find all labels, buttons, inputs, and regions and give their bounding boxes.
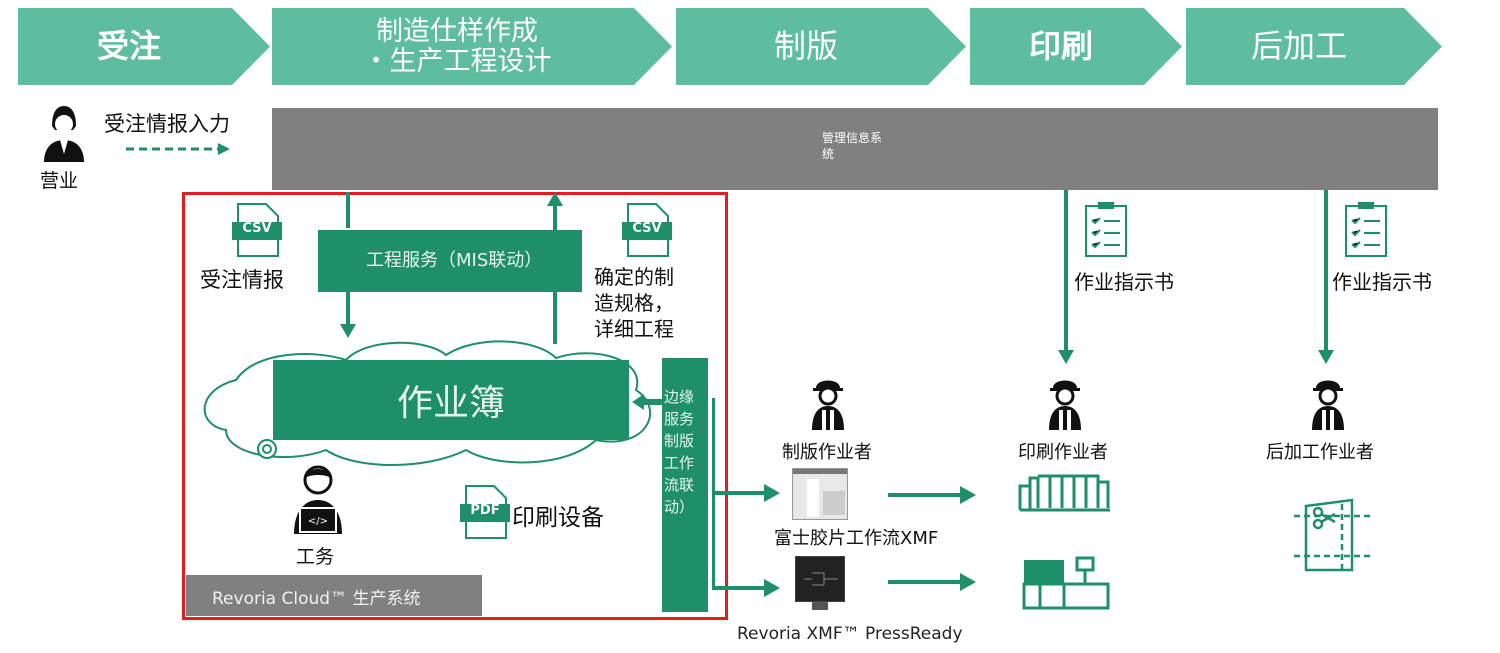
cloud-system-frame (182, 192, 728, 620)
pdf-file-icon (460, 485, 510, 539)
csv-badge-order: CSV (242, 221, 272, 236)
stage-printing: 印刷 (970, 8, 1182, 85)
mis-up-line (553, 206, 557, 230)
order-input-label: 受注情报入力 (104, 112, 230, 136)
print-instruction-line (1064, 190, 1068, 354)
digital-press-icon (1022, 556, 1110, 610)
arrow-down-icon (340, 324, 356, 338)
csv-file-icon (622, 203, 672, 257)
stage-spec-line1: 制造仕样作成 (376, 15, 538, 47)
to-xmf-line (712, 491, 768, 495)
stage-order: 受注 (18, 8, 270, 85)
job-book-box: 作业簿 (273, 360, 629, 440)
printer-label: 印刷作业者 (1018, 442, 1108, 463)
stage-spec-design: 制造仕样作成 ・生产工程设计 (272, 8, 672, 85)
sales-person-label: 营业 (40, 170, 79, 192)
post-instruction-line (1324, 190, 1328, 354)
mis-bar (272, 108, 1438, 190)
engineer-label: 工务 (296, 546, 335, 568)
arrow-right-icon (960, 486, 976, 504)
offset-press-icon (1018, 474, 1110, 512)
arrow-left-icon (632, 394, 662, 410)
order-info-label: 受注情报 (200, 268, 284, 292)
cutting-icon (1294, 498, 1372, 572)
print-instruction-label: 作业指示书 (1074, 270, 1174, 294)
confirmed-spec-label: 确定的制 造规格， 详细工程 (594, 264, 674, 342)
xmf-screenshot (792, 468, 848, 520)
stage-postprocess: 后加工 (1186, 8, 1442, 85)
sales-person-icon (44, 106, 84, 162)
post-instruction-label: 作业指示书 (1332, 270, 1432, 294)
pressready-monitor (795, 556, 845, 602)
xmf-label: 富士胶片工作流XMF (774, 528, 939, 549)
worker-helmet-icon (1049, 380, 1081, 430)
worker-helmet-icon (1312, 380, 1344, 430)
postprocess-label: 后加工作业者 (1266, 442, 1374, 463)
arrow-down-icon (1058, 350, 1074, 364)
dashed-arrow-icon (126, 143, 230, 155)
checklist-icon (1085, 202, 1127, 257)
arrow-up-icon (547, 192, 563, 206)
arrow-right-icon (960, 573, 976, 591)
xmf-to-press-line (888, 493, 962, 497)
monitor-stand (812, 602, 828, 610)
process-service-box: 工程服务（MIS联动） (318, 230, 582, 292)
pdf-badge: PDF (470, 503, 500, 518)
worker-helmet-icon (812, 380, 844, 430)
to-pressready-line (712, 586, 768, 590)
spec-line2: 造规格， (594, 291, 674, 315)
svg-text:</>: </> (308, 516, 328, 527)
csv-file-icon (232, 203, 282, 257)
mis-label: 管理信息系 统 (822, 130, 882, 162)
edge-service-box: 边缘服务制版工作流联动） (662, 358, 708, 612)
stage-spec-line2: ・生产工程设计 (362, 45, 552, 77)
engineer-laptop-icon: </> (294, 465, 342, 534)
pressready-to-digital-line (888, 580, 962, 584)
arrow-down-icon (1318, 350, 1334, 364)
arrow-right-icon (764, 579, 780, 597)
to-jobbook-line (346, 292, 350, 328)
printing-device-label: 印刷设备 (512, 505, 604, 531)
arrow-right-icon (764, 484, 780, 502)
spec-line3: 详细工程 (594, 317, 674, 341)
sync-icon (257, 439, 277, 459)
spec-line1: 确定的制 (594, 265, 674, 289)
mis-down-line (346, 192, 350, 228)
stage-platemaking: 制版 (676, 8, 966, 85)
system-label-bar: Revoria Cloud™ 生产系统 (186, 575, 482, 616)
csv-badge-spec: CSV (632, 221, 662, 236)
mis-label-line1: 管理信息系 (822, 131, 883, 145)
mis-label-line2: 统 (822, 147, 835, 161)
pressready-label: Revoria XMF™ PressReady (737, 624, 963, 644)
from-jobbook-line (553, 292, 557, 344)
checklist-icon (1345, 202, 1387, 257)
platemaker-label: 制版作业者 (782, 442, 872, 463)
